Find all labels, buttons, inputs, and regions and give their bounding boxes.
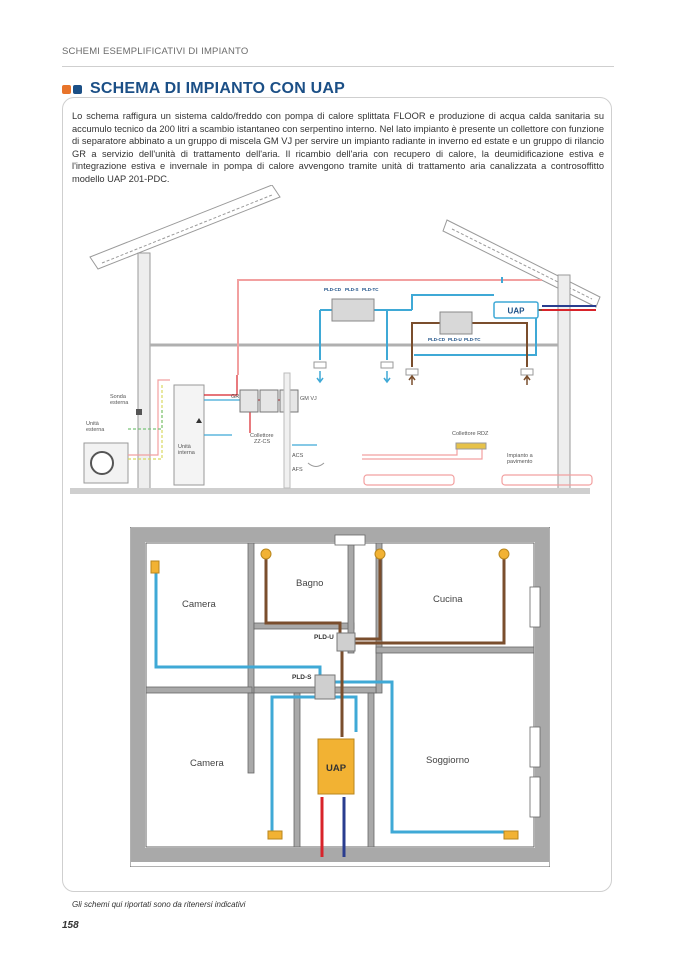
pld-s-box: PLD-S (292, 674, 336, 700)
uap-floor-unit: UAP (317, 738, 355, 795)
roof-left (89, 185, 281, 270)
svg-text:ACS: ACS (292, 453, 304, 459)
interior-walls (145, 542, 535, 848)
page-title: SCHEMA DI IMPIANTO CON UAP (90, 80, 345, 97)
svg-text:Impianto a: Impianto a (507, 453, 534, 459)
system-diagram: PLD-CD PLD-S PLD-TC PLD-CD PLD-U PLD-TC … (70, 185, 601, 494)
roof-right (442, 219, 601, 308)
room-soggiorno: Soggiorno (426, 755, 469, 766)
svg-text:Collettore: Collettore (250, 433, 274, 439)
floor-slab (70, 488, 590, 494)
room-bagno: Bagno (296, 578, 323, 589)
svg-text:GR: GR (231, 394, 239, 400)
label-unita-esterna: Unità (86, 421, 100, 427)
footnote: Gli schemi qui riportati sono da ritener… (72, 900, 246, 909)
supply-ducts (154, 567, 510, 834)
acs-afs: ACS AFS (283, 372, 325, 489)
pld-bottom-0: PLD-CD (428, 337, 446, 342)
pld-u-box: PLD-U (314, 632, 356, 652)
svg-text:pavimento: pavimento (507, 459, 532, 465)
content-frame (62, 97, 612, 892)
extract-ducts (264, 557, 506, 737)
orange-square-icon (62, 84, 71, 94)
svg-text:esterna: esterna (110, 400, 129, 406)
outdoor-unit: Unità esterna (83, 421, 129, 484)
svg-text:interna: interna (178, 450, 196, 456)
section-kicker: SCHEMI ESEMPLIFICATIVI DI IMPIANTO (62, 46, 249, 57)
svg-text:Sonda: Sonda (110, 394, 127, 400)
floor-plan: Camera Bagno Cucina Camera Soggiorno PLD… (130, 527, 550, 867)
pld-s-label: PLD-S (292, 674, 312, 681)
pld-box-bottom: PLD-CD PLD-U PLD-TC (428, 311, 481, 342)
underfloor-heating: Collettore RDZ Impianto a pavimento (363, 431, 593, 486)
header-rule (62, 66, 614, 67)
pld-top-0: PLD-CD (324, 287, 342, 292)
svg-text:AFS: AFS (292, 467, 303, 473)
windows (334, 534, 541, 818)
indoor-unit: Unità interna (173, 384, 205, 486)
collettore-zz: GR GM VJ Collettore ZZ-CS (231, 389, 317, 445)
title-row: SCHEMA DI IMPIANTO CON UAP (62, 80, 345, 98)
uap-floor-label: UAP (326, 763, 347, 774)
extract-vents (260, 548, 510, 560)
wall-left (137, 252, 151, 494)
svg-text:GM VJ: GM VJ (300, 396, 317, 402)
pld-u-label: PLD-U (314, 634, 334, 641)
air-arrows (316, 371, 531, 385)
uap-label: UAP (508, 307, 526, 316)
ducts (237, 277, 596, 375)
pld-bottom-2: PLD-TC (464, 337, 481, 342)
page-number: 158 (62, 920, 79, 931)
pld-top-2: PLD-TC (362, 287, 379, 292)
room-camera-1: Camera (182, 599, 217, 610)
blue-square-icon (73, 84, 82, 94)
pld-top-1: PLD-S (345, 287, 359, 292)
supply-vents (150, 560, 519, 840)
description: Lo schema raffigura un sistema caldo/fre… (72, 111, 604, 184)
sonda-esterna: Sonda esterna (110, 394, 142, 415)
diffusers (313, 361, 534, 376)
pld-box-top: PLD-CD PLD-S PLD-TC (324, 287, 379, 322)
svg-text:ZZ-CS: ZZ-CS (254, 439, 271, 445)
wall-right (557, 274, 571, 494)
room-camera-2: Camera (190, 758, 225, 769)
room-cucina: Cucina (433, 594, 463, 605)
svg-text:Unità: Unità (178, 444, 192, 450)
pld-bottom-1: PLD-U (448, 337, 462, 342)
outer-walls (131, 528, 549, 862)
svg-text:Collettore RDZ: Collettore RDZ (452, 431, 489, 437)
uap-unit: UAP (493, 301, 539, 319)
svg-text:esterna: esterna (86, 427, 105, 433)
